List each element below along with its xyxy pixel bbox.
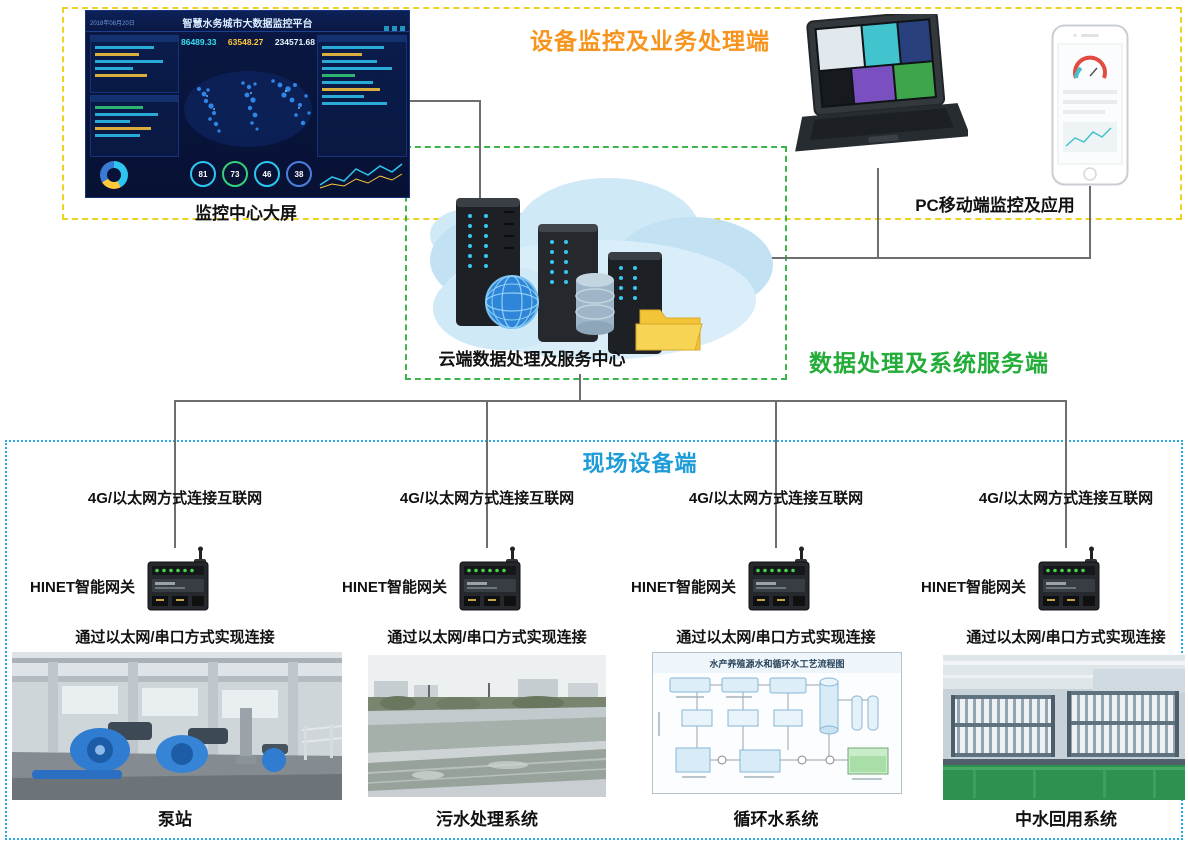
wire-cloud-pc-h — [762, 257, 1091, 259]
gateway-label-1: HINET智能网关 — [29, 579, 135, 596]
cloud-section-frame — [405, 146, 787, 380]
wire-phone-v — [1089, 186, 1091, 259]
gateway-device-2 — [459, 546, 521, 611]
system-name-4: 中水回用系统 — [1015, 810, 1117, 829]
field-section-title: 现场设备端 — [582, 451, 698, 476]
dashboard-line-chart — [319, 163, 403, 189]
dashboard-stat-numbers: 86489.33 63548.27 234571.68 — [181, 37, 315, 59]
device-link-text-1: 通过以太网/串口方式实现连接 — [75, 629, 275, 646]
gateway-label-4: HINET智能网关 — [920, 579, 1026, 596]
system-name-1: 泵站 — [158, 810, 192, 829]
device-link-text-3: 通过以太网/串口方式实现连接 — [676, 629, 876, 646]
internet-text-3: 4G/以太网方式连接互联网 — [688, 490, 864, 507]
wire-field-bus-h — [174, 400, 1067, 402]
cloud-section-title: 数据处理及系统服务端 — [809, 350, 1049, 376]
cloud-servers-illustration — [430, 178, 773, 360]
dashboard-header: 2018年08月20日 智慧水务城市大数据监控平台 — [86, 11, 409, 32]
wire-gateway1-v — [174, 400, 176, 548]
wire-gateway2-v — [486, 400, 488, 548]
flow-diagram-photo: 水产养殖源水和循环水工艺流程图 — [652, 652, 902, 794]
dashboard-left-panel-top — [90, 35, 179, 93]
gateway-device-4 — [1038, 546, 1100, 611]
dashboard-title: 智慧水务城市大数据监控平台 — [182, 19, 313, 30]
internet-text-1: 4G/以太网方式连接互联网 — [87, 490, 263, 507]
flow-diagram-title: 水产养殖源水和循环水工艺流程图 — [709, 658, 844, 669]
dashboard-right-panel — [317, 35, 407, 157]
gateway-label-2: HINET智能网关 — [341, 579, 447, 596]
dashboard-left-panel-bottom — [90, 95, 179, 157]
dashboard-header-icons — [381, 18, 405, 36]
field-section-frame — [5, 440, 1183, 840]
gateway-device-3 — [748, 546, 810, 611]
dashboard-gauge-4: 38 — [286, 161, 312, 187]
system-name-2: 污水处理系统 — [436, 810, 538, 829]
internet-text-4: 4G/以太网方式连接互联网 — [978, 490, 1154, 507]
dashboard-gauge-2: 73 — [222, 161, 248, 187]
dashboard-donut-chart — [100, 161, 128, 189]
dashboard-gauge-1: 81 — [190, 161, 216, 187]
pump-station-photo — [12, 652, 342, 800]
sewage-plant-photo — [368, 655, 606, 797]
wire-gateway3-v — [775, 400, 777, 548]
wire-dashboard-cloud-v — [479, 100, 481, 215]
dashboard-caption: 监控中心大屏 — [195, 204, 297, 223]
stat-value-3: 234571.68 — [274, 37, 315, 47]
wire-dashboard-cloud-h — [408, 100, 481, 102]
dashboard-gauge-3: 46 — [254, 161, 280, 187]
wire-cloud-bus-v — [579, 374, 581, 401]
phone-illustration — [1051, 24, 1129, 186]
internet-text-2: 4G/以太网方式连接互联网 — [399, 490, 575, 507]
device-link-text-2: 通过以太网/串口方式实现连接 — [387, 629, 587, 646]
wire-gateway4-v — [1065, 400, 1067, 548]
stat-value-2: 63548.27 — [227, 37, 264, 47]
gateway-device-1 — [147, 546, 209, 611]
membrane-system-photo — [943, 655, 1185, 800]
gateway-label-3: HINET智能网关 — [630, 579, 736, 596]
cloud-caption: 云端数据处理及服务中心 — [438, 350, 626, 369]
dashboard-world-map — [184, 71, 312, 147]
monitor-section-title: 设备监控及业务处理端 — [530, 28, 770, 54]
dashboard-screenshot: 2018年08月20日 智慧水务城市大数据监控平台 86489.33 63 — [85, 10, 410, 198]
pc-mobile-caption: PC移动端监控及应用 — [915, 196, 1075, 215]
dashboard-date: 2018年08月20日 — [90, 21, 135, 27]
stat-value-1: 86489.33 — [181, 37, 217, 47]
wire-laptop-v — [877, 168, 879, 258]
device-link-text-4: 通过以太网/串口方式实现连接 — [966, 629, 1166, 646]
system-name-3: 循环水系统 — [733, 810, 819, 829]
laptop-illustration — [795, 14, 968, 152]
